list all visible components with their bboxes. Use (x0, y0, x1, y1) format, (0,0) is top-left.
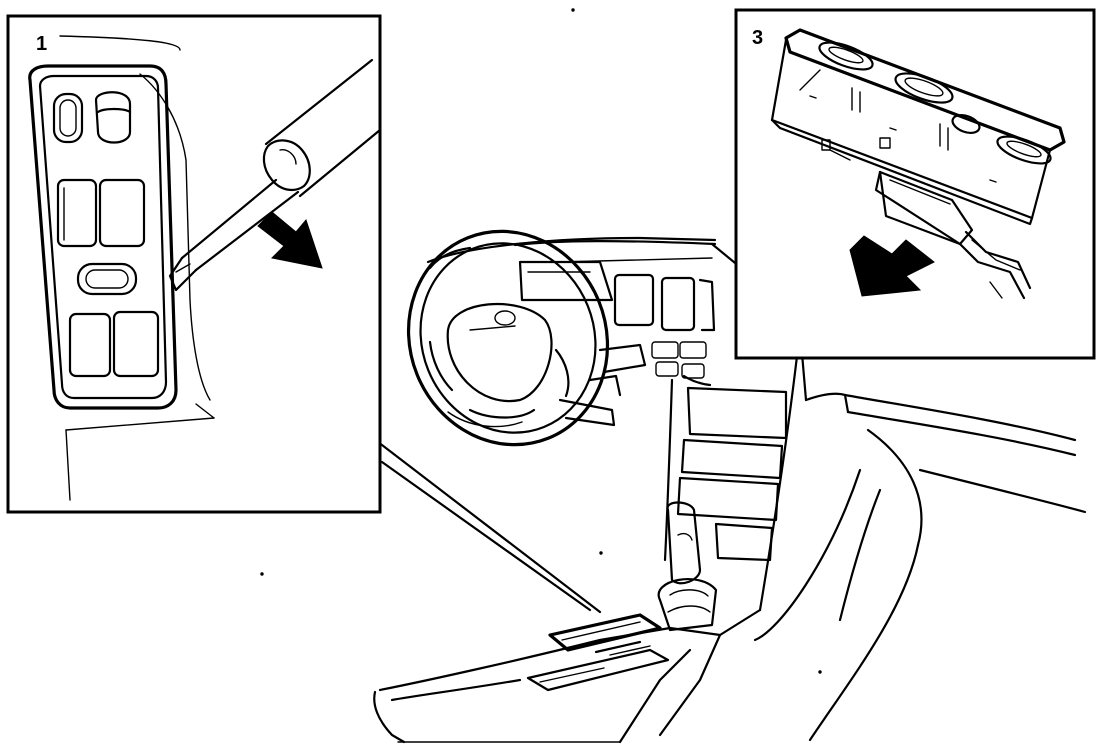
car-interior-scene (260, 8, 1087, 744)
pull-arrow-icon (849, 235, 935, 297)
screwdriver (168, 58, 382, 292)
passenger-seat-area (753, 393, 1087, 742)
step-1-panel: 1 (6, 14, 382, 514)
switch-module (770, 28, 1066, 226)
wire-connector (874, 170, 1032, 300)
window-switch-panel (28, 64, 178, 410)
steering-wheel (406, 229, 622, 447)
center-console (657, 328, 802, 637)
armrest-console (373, 613, 722, 744)
step-3-label: 3 (752, 27, 763, 49)
step-1-label: 1 (36, 33, 47, 55)
pry-arrow-icon (257, 211, 323, 269)
step-3-panel: 3 (734, 8, 1096, 360)
leader-lines (376, 440, 602, 614)
